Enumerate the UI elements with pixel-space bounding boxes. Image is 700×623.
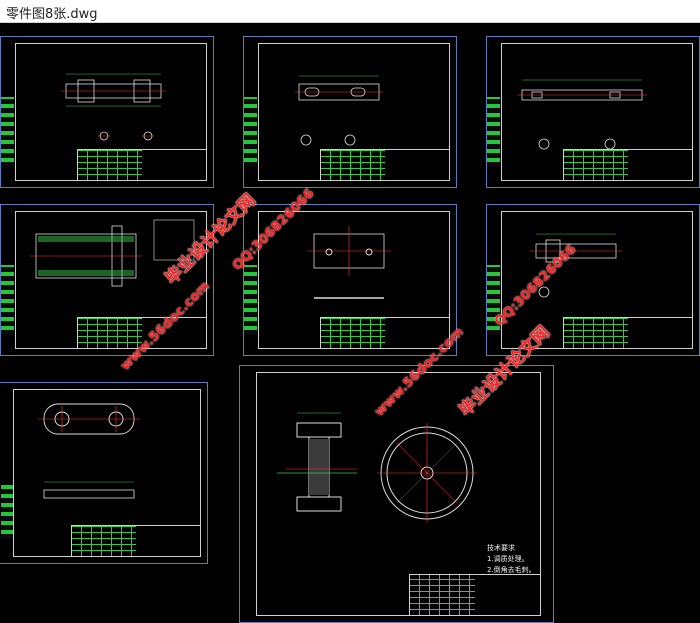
technical-requirements: 技术要求 1.调质处理。 2.倒角去毛刺。 xyxy=(487,543,536,576)
title-block xyxy=(71,525,200,556)
drawing-sheet-2[interactable] xyxy=(243,36,457,188)
drawing-frame xyxy=(501,211,693,349)
drawing-sheet-1[interactable] xyxy=(0,36,214,188)
left-table-stub xyxy=(244,97,257,167)
title-block xyxy=(77,149,206,180)
part-drawing xyxy=(30,219,195,287)
drawing-sheet-5[interactable] xyxy=(243,204,457,356)
title-block xyxy=(320,149,449,180)
tech-req-2: 2.倒角去毛刺。 xyxy=(487,566,536,574)
drawing-frame xyxy=(13,389,201,557)
left-table-stub xyxy=(487,97,500,167)
title-block xyxy=(409,574,540,615)
title-block xyxy=(563,317,692,348)
drawing-frame xyxy=(15,43,207,181)
drawing-sheet-6[interactable] xyxy=(486,204,700,356)
part-drawing xyxy=(307,226,391,299)
drawing-frame: 技术要求 1.调质处理。 2.倒角去毛刺。 xyxy=(256,372,541,616)
left-table-stub xyxy=(487,265,500,335)
drawing-frame xyxy=(501,43,693,181)
window-titlebar: 零件图8张.dwg xyxy=(0,0,700,23)
drawing-sheet-4[interactable] xyxy=(0,204,214,356)
title-block xyxy=(563,149,692,180)
drawing-sheet-8[interactable]: 技术要求 1.调质处理。 2.倒角去毛刺。 xyxy=(239,365,554,623)
left-table-stub xyxy=(244,265,257,335)
part-drawing xyxy=(277,412,477,523)
window-title: 零件图8张.dwg xyxy=(6,7,98,22)
left-table-stub xyxy=(1,483,14,539)
part-drawing xyxy=(61,73,166,141)
drawing-sheet-3[interactable] xyxy=(486,36,700,188)
part-drawing xyxy=(295,75,383,146)
cad-canvas[interactable]: 技术要求 1.调质处理。 2.倒角去毛刺。 毕业设计论文网 QQ:3068260… xyxy=(0,23,700,623)
title-block xyxy=(320,317,449,348)
tech-title: 技术要求 xyxy=(487,544,515,552)
drawing-frame xyxy=(15,211,207,349)
drawing-frame xyxy=(258,43,450,181)
title-block xyxy=(77,317,206,348)
drawing-frame xyxy=(258,211,450,349)
part-drawing xyxy=(38,403,140,499)
part-drawing xyxy=(530,233,622,298)
tech-req-1: 1.调质处理。 xyxy=(487,555,529,563)
left-table-stub xyxy=(1,97,14,167)
left-table-stub xyxy=(1,265,14,335)
drawing-sheet-7[interactable] xyxy=(0,382,208,564)
